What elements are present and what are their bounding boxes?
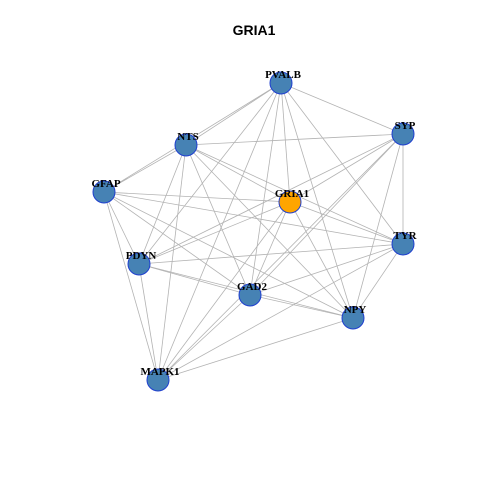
edge-npy-mapk1 [157,317,354,381]
node-label: PDYN [126,250,157,262]
edge-pvalb-gria1 [280,82,291,203]
edge-nts-mapk1 [157,144,187,381]
edge-tyr-pdyn [138,243,404,265]
edge-gria1-gad2 [249,201,291,296]
edge-syp-pdyn [138,133,404,265]
edge-tyr-gad2 [249,243,404,296]
node-npy[interactable]: NPY [341,304,367,330]
edge-gad2-mapk1 [157,294,251,381]
edge-gria1-tyr [289,201,404,245]
edge-nts-npy [185,144,354,319]
edge-pvalb-nts [185,82,282,146]
node-label: GAD2 [237,281,267,293]
node-label: NPY [344,304,367,316]
node-pdyn[interactable]: PDYN [126,250,157,276]
node-circle[interactable] [92,180,116,204]
edge-syp-gad2 [249,133,404,296]
node-circle[interactable] [391,122,415,146]
edge-gria1-npy [289,201,354,319]
edge-pvalb-syp [280,82,404,135]
edge-syp-npy [352,133,404,319]
graph-title: GRIA1 [233,22,276,38]
node-circle[interactable] [341,306,365,330]
node-circle[interactable] [269,71,293,95]
edge-gfap-pdyn [103,191,140,265]
edge-pvalb-mapk1 [157,82,282,381]
node-circle[interactable] [174,133,198,157]
edge-layer [103,82,404,381]
edge-gfap-tyr [103,191,404,245]
edge-gria1-mapk1 [157,201,291,381]
edge-pdyn-gad2 [138,263,251,296]
node-syp[interactable]: SYP [391,120,416,146]
node-label: GFAP [91,178,120,190]
node-circle[interactable] [278,190,302,214]
node-tyr[interactable]: TYR [391,230,418,256]
edge-gfap-gad2 [103,191,251,296]
edge-tyr-mapk1 [157,243,404,381]
edge-pvalb-tyr [280,82,404,245]
edge-tyr-npy [352,243,404,319]
node-circle[interactable] [146,368,170,392]
node-label: GRIA1 [275,188,309,200]
edge-gfap-npy [103,191,354,319]
node-gria1[interactable]: GRIA1 [275,188,309,214]
edge-syp-mapk1 [157,133,404,381]
edge-nts-gfap [103,144,187,193]
node-gfap[interactable]: GFAP [91,178,121,204]
edge-nts-pdyn [138,144,187,265]
node-label: SYP [395,120,416,132]
node-circle[interactable] [238,283,262,307]
edge-gad2-npy [249,294,354,319]
node-pvalb[interactable]: PVALB [265,69,302,95]
edge-gria1-pdyn [138,201,291,265]
node-circle[interactable] [127,252,151,276]
edge-syp-nts [185,133,404,146]
node-mapk1[interactable]: MAPK1 [140,366,180,392]
node-label: PVALB [265,69,302,81]
node-label: MAPK1 [140,366,179,378]
edge-gfap-gria1 [103,191,291,203]
edge-syp-gria1 [289,133,404,203]
edge-nts-gria1 [185,144,291,203]
node-circle[interactable] [391,232,415,256]
node-label: TYR [393,230,417,242]
edge-pvalb-pdyn [138,82,282,265]
edge-gfap-mapk1 [103,191,159,381]
node-gad2[interactable]: GAD2 [237,281,267,307]
node-nts[interactable]: NTS [174,131,199,157]
edge-pdyn-mapk1 [138,263,159,381]
node-label: NTS [177,131,198,143]
